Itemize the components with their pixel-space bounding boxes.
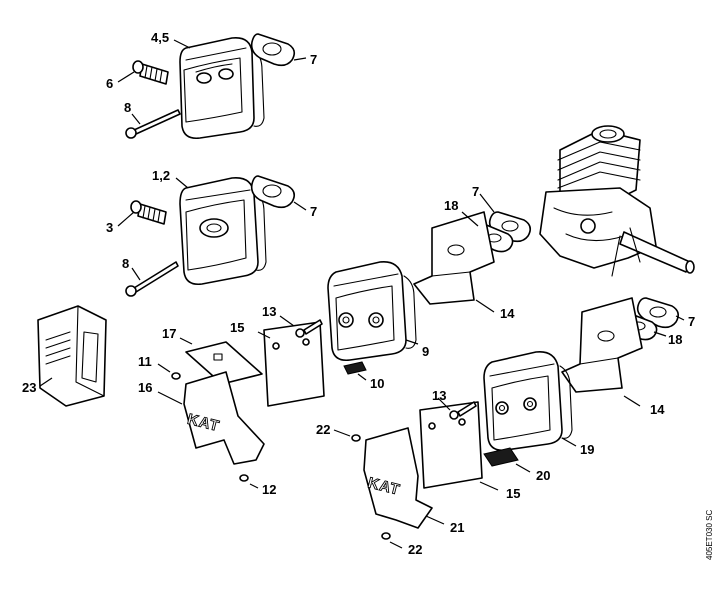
cover-23 <box>37 305 107 407</box>
callout-13-a: 13 <box>262 304 276 319</box>
callout-23: 23 <box>22 380 36 395</box>
callout-7-a: 7 <box>310 52 317 67</box>
drawing-code: 405ET030 SC <box>705 510 714 560</box>
heat-shield-upper <box>413 211 495 305</box>
screen-center <box>343 361 367 375</box>
callout-18-a: 18 <box>444 198 458 213</box>
kat-plate-right: KAT <box>363 427 433 529</box>
callout-19: 19 <box>580 442 594 457</box>
screw-13-left <box>295 319 323 338</box>
catalyst-plate-right <box>419 401 483 489</box>
callout-11: 11 <box>138 354 152 369</box>
screw-upper <box>125 109 181 139</box>
screw-middle <box>125 261 179 297</box>
callout-18-b: 18 <box>668 332 682 347</box>
callout-20: 20 <box>536 468 550 483</box>
callout-17: 17 <box>162 326 176 341</box>
screw-22-upper <box>351 434 361 442</box>
callout-16: 16 <box>138 380 152 395</box>
engine-assembly <box>539 125 695 277</box>
plate-17 <box>185 341 263 385</box>
callout-3: 3 <box>106 220 113 235</box>
screen-lower-right <box>483 447 519 467</box>
muffler-middle <box>179 177 267 286</box>
spark-arrestor-upper <box>132 60 169 85</box>
callout-15-b: 15 <box>506 486 520 501</box>
muffler-upper <box>179 36 265 140</box>
heat-shield-lower <box>561 297 643 393</box>
gasket-upper <box>250 33 296 67</box>
callout-13-b: 13 <box>432 388 446 403</box>
callout-8-a: 8 <box>124 100 131 115</box>
callout-10: 10 <box>370 376 384 391</box>
screw-22-lower <box>381 532 391 540</box>
callout-8-b: 8 <box>122 256 129 271</box>
callout-14-a: 14 <box>500 306 515 321</box>
callout-7-c: 7 <box>472 184 479 199</box>
callout-7-d: 7 <box>688 314 695 329</box>
callout-15-a: 15 <box>230 320 244 335</box>
callout-1-2: 1,2 <box>152 168 170 183</box>
screw-11 <box>171 372 181 380</box>
callout-6: 6 <box>106 76 113 91</box>
muffler-lower-right <box>483 350 573 452</box>
screw-12 <box>239 474 249 482</box>
callout-14-b: 14 <box>650 402 665 417</box>
leader-lines <box>39 39 685 549</box>
callout-12: 12 <box>262 482 276 497</box>
catalyst-plate-left <box>263 321 325 407</box>
callout-4-5: 4,5 <box>151 30 169 45</box>
callout-7-b: 7 <box>310 204 317 219</box>
callout-22-a: 22 <box>316 422 330 437</box>
kat-plate-left: KAT <box>183 371 265 465</box>
screw-13-right <box>449 401 477 420</box>
callout-9: 9 <box>422 344 429 359</box>
spark-arrestor-middle <box>130 200 167 225</box>
gasket-middle <box>250 175 296 209</box>
callout-22-b: 22 <box>408 542 422 557</box>
muffler-center <box>327 260 417 362</box>
callout-21: 21 <box>450 520 464 535</box>
